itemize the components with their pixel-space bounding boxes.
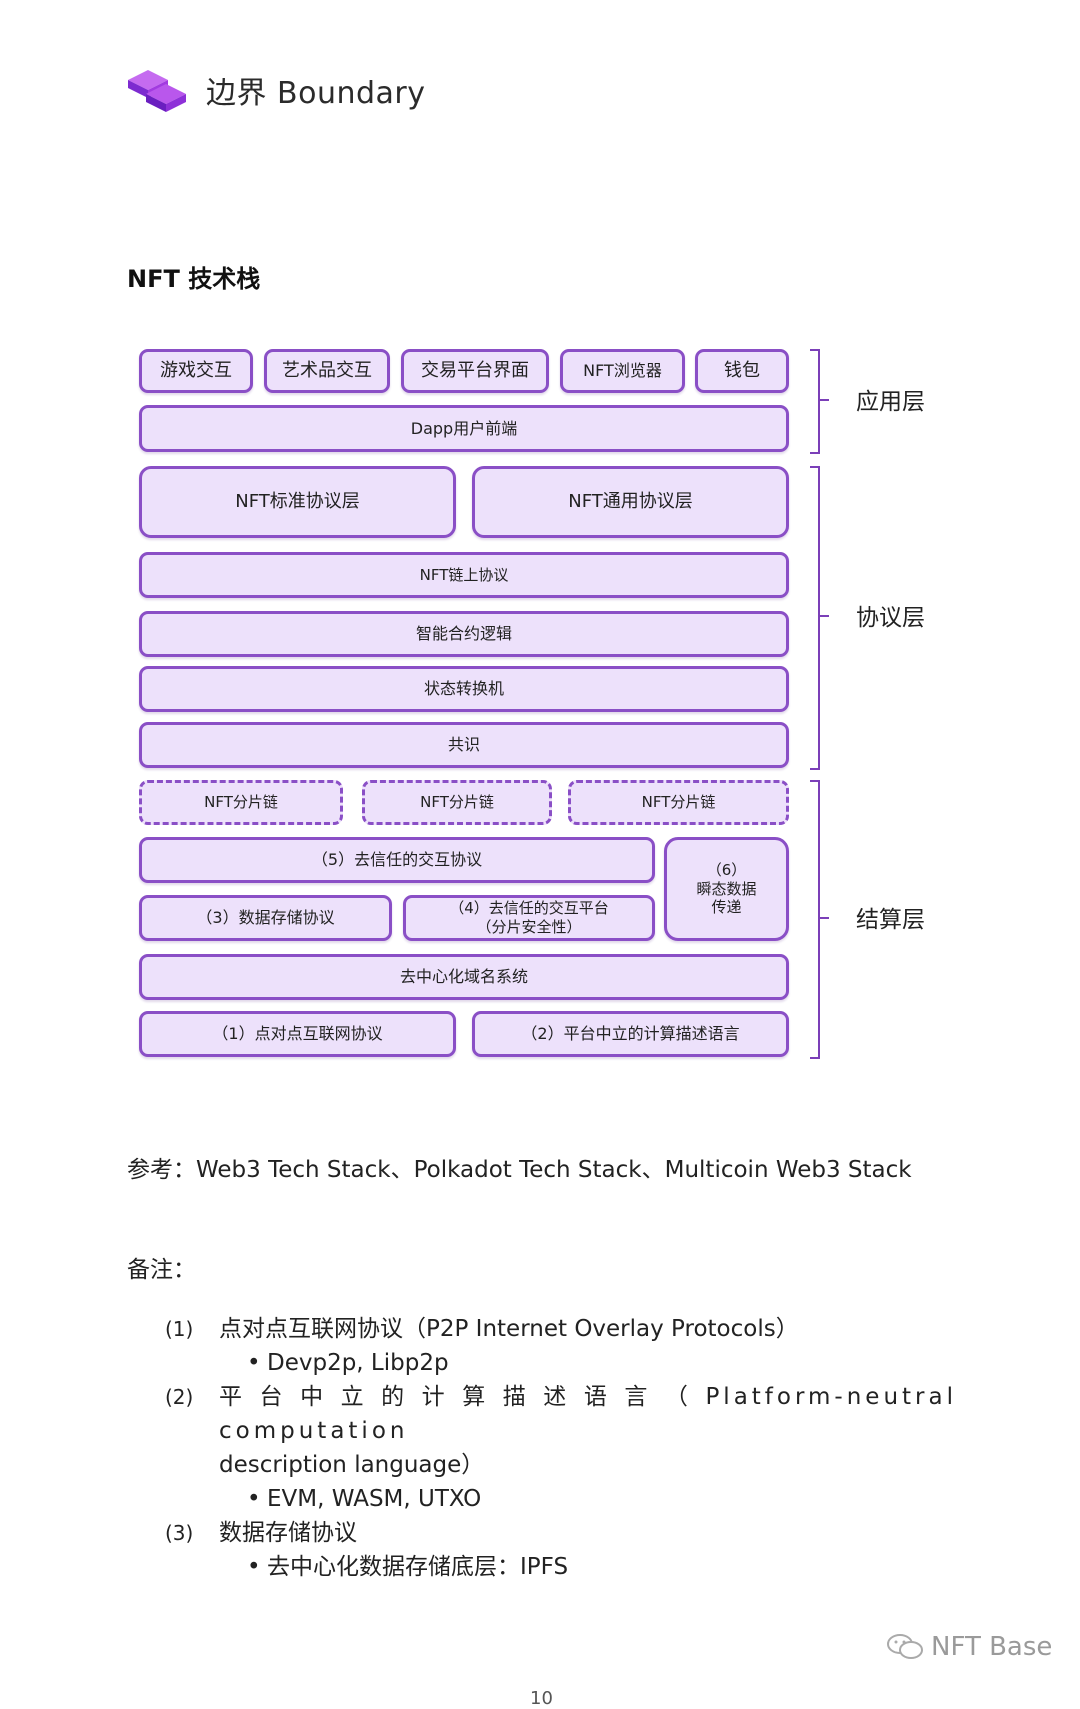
note-number: (3) xyxy=(165,1521,194,1545)
logo-text: 边界 Boundary xyxy=(206,76,426,111)
bullet-dot-icon: • xyxy=(247,1554,261,1580)
box-ephemeral-data: （6） 瞬态数据 传递 xyxy=(664,837,789,941)
note-item: (2) 平台中立的计算描述语言（Platform-neutral computa… xyxy=(127,1380,957,1448)
box-game-interaction: 游戏交互 xyxy=(139,349,253,393)
box-trading-ui: 交易平台界面 xyxy=(401,349,549,393)
bracket-app-layer xyxy=(810,349,820,454)
note-item-continued: description language） xyxy=(127,1448,957,1482)
bullet-text: EVM, WASM, UTXO xyxy=(267,1486,482,1512)
box-nft-browser: NFT浏览器 xyxy=(560,349,685,393)
label-protocol-layer: 协议层 xyxy=(856,605,925,631)
box-consensus: 共识 xyxy=(139,722,789,768)
nft-tech-stack-diagram: 游戏交互 艺术品交互 交易平台界面 NFT浏览器 钱包 Dapp用户前端 NFT… xyxy=(139,349,925,1059)
box-p2p-protocol: （1）点对点互联网协议 xyxy=(139,1011,456,1057)
boundary-logo: 边界 Boundary xyxy=(126,66,426,114)
box-state-machine: 状态转换机 xyxy=(139,666,789,712)
note-item: (3) 数据存储协议 xyxy=(127,1516,957,1550)
bullet-text: Devp2p, Libp2p xyxy=(267,1350,449,1376)
label-settlement-layer: 结算层 xyxy=(856,907,925,933)
notes-title: 备注： xyxy=(127,1257,196,1283)
bracket-tick xyxy=(819,615,829,617)
note-bullet: • Devp2p, Libp2p xyxy=(127,1346,957,1380)
bracket-protocol-layer xyxy=(810,466,820,770)
box-wallet: 钱包 xyxy=(695,349,789,393)
boundary-logo-icon xyxy=(128,70,186,112)
note-text: 数据存储协议 xyxy=(219,1520,357,1546)
label-app-layer: 应用层 xyxy=(856,389,925,415)
bracket-settlement-layer xyxy=(810,780,820,1059)
box-nft-shard-chain: NFT分片链 xyxy=(362,780,552,825)
reference-text: 参考：Web3 Tech Stack、Polkadot Tech Stack、M… xyxy=(127,1157,912,1183)
box-trustless-protocol: （5）去信任的交互协议 xyxy=(139,837,655,883)
box-trustless-platform: （4）去信任的交互平台 （分片安全性） xyxy=(403,895,655,941)
note-text: 点对点互联网协议（P2P Internet Overlay Protocols） xyxy=(219,1316,799,1342)
box-art-interaction: 艺术品交互 xyxy=(264,349,390,393)
note-text-continued: description language） xyxy=(219,1452,485,1478)
box-nft-general-protocol: NFT通用协议层 xyxy=(472,466,789,538)
bullet-dot-icon: • xyxy=(247,1350,261,1376)
box-data-storage: （3）数据存储协议 xyxy=(139,895,392,941)
box-smart-contract-logic: 智能合约逻辑 xyxy=(139,611,789,657)
page-number: 10 xyxy=(530,1688,553,1709)
bracket-tick xyxy=(819,917,829,919)
note-bullet: • 去中心化数据存储底层：IPFS xyxy=(127,1550,957,1584)
box-decentralized-dns: 去中心化域名系统 xyxy=(139,954,789,1000)
box-nft-onchain-protocol: NFT链上协议 xyxy=(139,552,789,598)
note-number: (2) xyxy=(165,1385,194,1409)
bracket-tick xyxy=(819,399,829,401)
watermark: NFT Base xyxy=(885,1632,1052,1662)
note-item: (1) 点对点互联网协议（P2P Internet Overlay Protoc… xyxy=(127,1312,957,1346)
note-text: 平台中立的计算描述语言（Platform-neutral computation xyxy=(219,1384,957,1444)
watermark-text: NFT Base xyxy=(931,1632,1053,1662)
box-dapp-frontend: Dapp用户前端 xyxy=(139,405,789,452)
section-heading: NFT 技术栈 xyxy=(127,265,261,293)
note-number: (1) xyxy=(165,1317,194,1341)
box-nft-standard-protocol: NFT标准协议层 xyxy=(139,466,456,538)
bullet-text: 去中心化数据存储底层：IPFS xyxy=(267,1554,569,1580)
box-nft-shard-chain: NFT分片链 xyxy=(568,780,789,825)
wechat-icon xyxy=(887,1634,923,1659)
notes-list: (1) 点对点互联网协议（P2P Internet Overlay Protoc… xyxy=(127,1312,957,1584)
note-bullet: • EVM, WASM, UTXO xyxy=(127,1482,957,1516)
bullet-dot-icon: • xyxy=(247,1486,261,1512)
box-computation-language: （2）平台中立的计算描述语言 xyxy=(472,1011,789,1057)
box-nft-shard-chain: NFT分片链 xyxy=(139,780,343,825)
